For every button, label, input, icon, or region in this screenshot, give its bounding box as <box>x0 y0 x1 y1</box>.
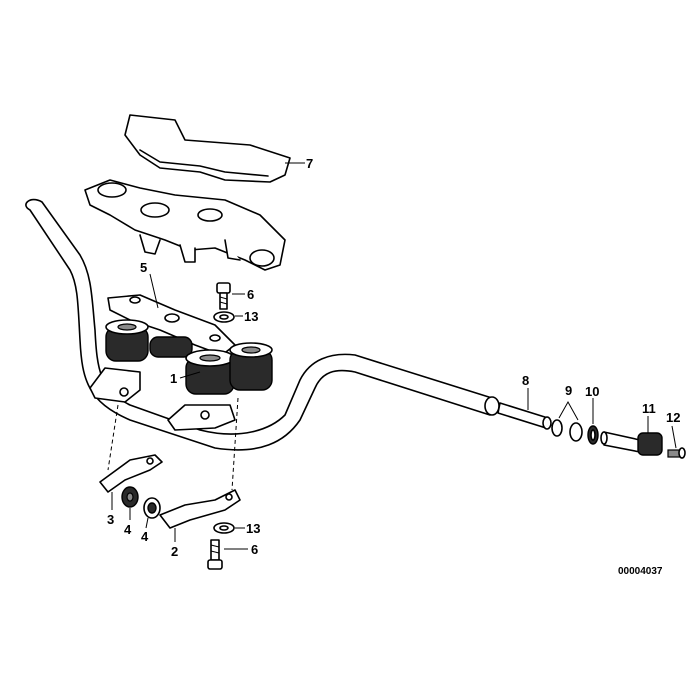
document-id: 00004037 <box>618 566 663 577</box>
rubber-mount-center <box>149 336 193 358</box>
upper-fork-bridge <box>84 179 286 271</box>
callout-11: 11 <box>642 401 656 416</box>
lower-bracket-right <box>167 404 236 431</box>
callout-13-lower: 13 <box>246 521 260 536</box>
part-4-bushing-right <box>143 497 161 529</box>
rubber-mount-left <box>105 319 149 362</box>
rubber-mount-right-rear <box>229 342 273 391</box>
part-11-bar-end-weight <box>600 416 663 456</box>
part-3-bracket <box>99 454 163 510</box>
callout-6-lower: 6 <box>251 542 258 557</box>
part-12-screw <box>667 425 686 459</box>
callout-6-upper: 6 <box>247 287 254 302</box>
part-9-rings <box>551 400 583 442</box>
lower-bracket-left <box>89 367 141 403</box>
callout-7: 7 <box>306 156 313 171</box>
part-13-washer-upper <box>213 311 243 323</box>
part-10-ring <box>587 398 599 445</box>
callout-1: 1 <box>170 371 177 386</box>
callout-10: 10 <box>585 384 599 399</box>
callout-3: 3 <box>107 512 114 527</box>
part-6-bolt-upper <box>216 282 245 310</box>
callout-4-right: 4 <box>141 529 149 544</box>
callout-13-upper: 13 <box>244 309 258 324</box>
part-7-top-cover <box>124 114 291 183</box>
callout-12: 12 <box>666 410 680 425</box>
rubber-mount-right-front <box>185 349 235 395</box>
part-8-inner-tube <box>497 388 552 430</box>
callout-9: 9 <box>565 383 572 398</box>
callout-8: 8 <box>522 373 529 388</box>
callout-2: 2 <box>171 544 178 559</box>
part-4-bushing-left <box>121 486 139 520</box>
callout-5: 5 <box>140 260 147 275</box>
part-13-washer-lower <box>213 522 245 534</box>
part-2-bracket <box>159 489 241 542</box>
part-6-bolt-lower <box>207 539 248 570</box>
callout-4-left: 4 <box>124 522 132 537</box>
